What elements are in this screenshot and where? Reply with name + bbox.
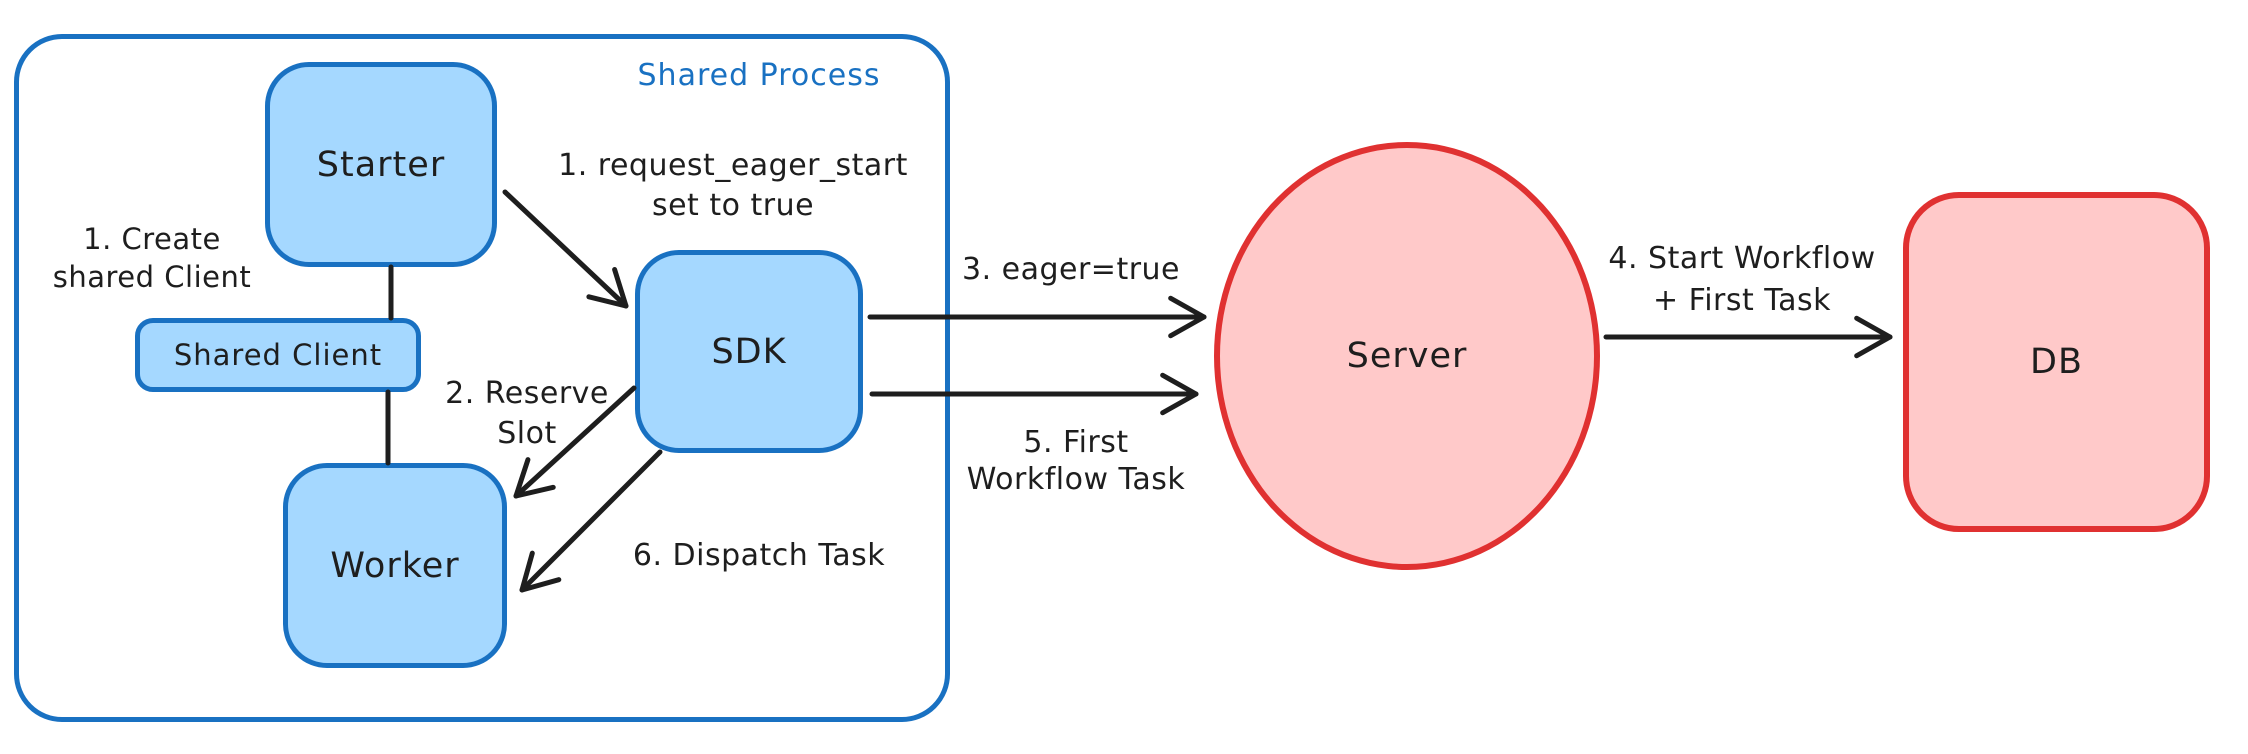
annotation-start-workflow: 4. Start Workflow + First Task [1608, 238, 1875, 322]
node-starter: Starter [265, 62, 497, 267]
node-shared-client: Shared Client [135, 318, 421, 392]
node-db: DB [1903, 192, 2210, 532]
shared-process-container [14, 34, 950, 722]
annotation-dispatch-task: 6. Dispatch Task [633, 536, 885, 576]
node-worker-label: Worker [330, 545, 460, 586]
node-server: Server [1214, 142, 1600, 570]
node-server-label: Server [1346, 336, 1468, 376]
annotation-eager-true: 3. eager=true [962, 250, 1180, 290]
node-shared-client-label: Shared Client [173, 338, 383, 372]
annotation-first-workflow-task: 5. First Workflow Task [967, 424, 1186, 498]
node-worker: Worker [283, 463, 507, 668]
annotation-dispatch-task-line1: 6. Dispatch Task [632, 538, 886, 573]
node-sdk: SDK [635, 250, 863, 453]
annotation-start-workflow-line2: + First Task [1652, 283, 1832, 318]
shared-process-label: Shared Process [637, 58, 881, 93]
annotation-reserve-slot: 2. Reserve Slot [445, 374, 609, 454]
node-starter-label: Starter [316, 144, 446, 185]
node-sdk-label: SDK [711, 331, 787, 372]
annotation-request-eager-start-line2: set to true [651, 188, 815, 223]
annotation-request-eager-start: 1. request_eager_start set to true [558, 146, 908, 226]
annotation-create-shared-client-line2: shared Client [52, 260, 252, 294]
annotation-start-workflow-line1: 4. Start Workflow [1608, 241, 1876, 276]
annotation-first-workflow-task-line2: Workflow Task [966, 462, 1186, 497]
annotation-create-shared-client-line1: 1. Create [83, 222, 221, 256]
annotation-reserve-slot-line2: Slot [497, 416, 557, 451]
annotation-request-eager-start-line1: 1. request_eager_start [558, 148, 908, 183]
node-db-label: DB [2030, 342, 2083, 382]
annotation-reserve-slot-line1: 2. Reserve [445, 376, 609, 411]
annotation-create-shared-client: 1. Create shared Client [53, 220, 251, 296]
annotation-first-workflow-task-line1: 5. First [1023, 425, 1129, 460]
annotation-eager-true-line1: 3. eager=true [961, 252, 1181, 287]
